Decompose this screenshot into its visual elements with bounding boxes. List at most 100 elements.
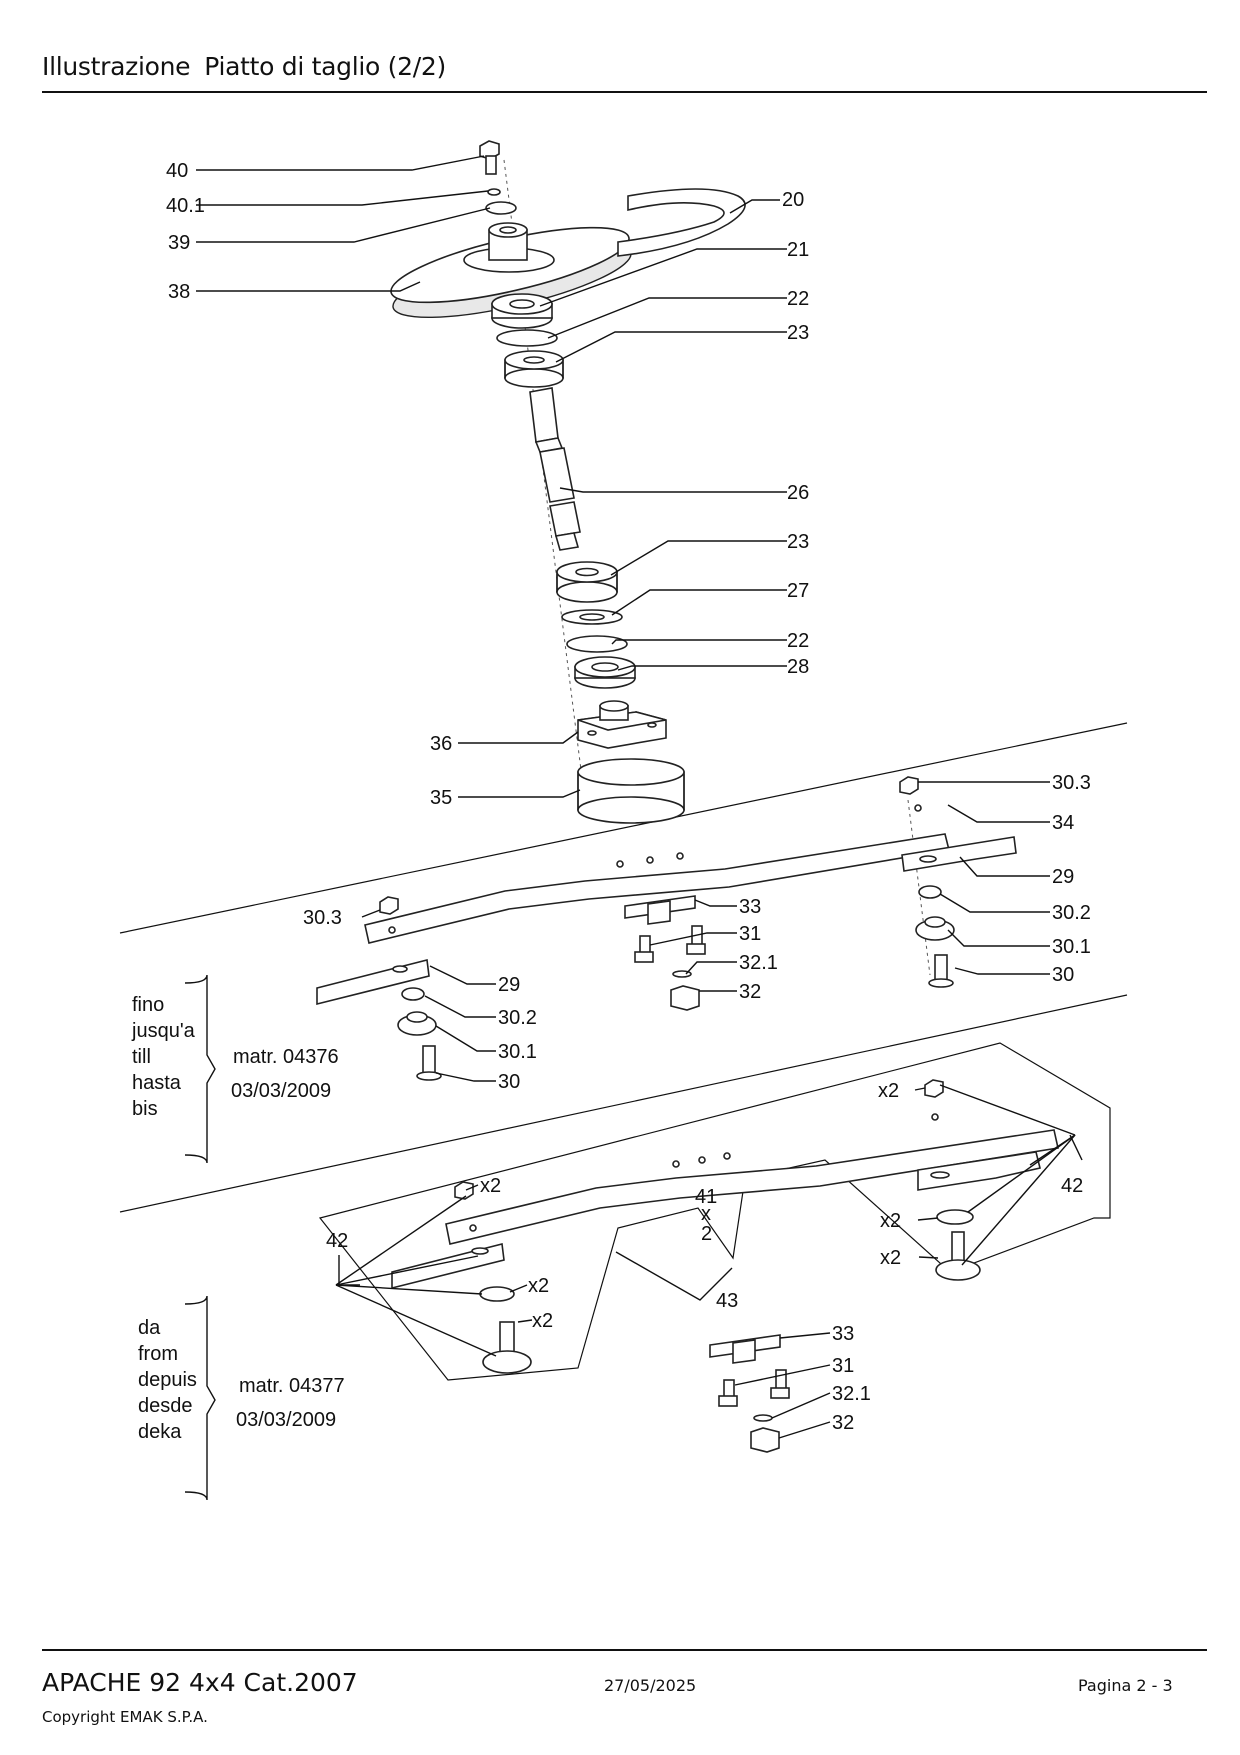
brace-from — [184, 1295, 216, 1501]
callout-23-lower: 23 — [787, 531, 809, 553]
part-bolt-left-lower — [482, 1321, 532, 1374]
callout-30-right: 30 — [1052, 964, 1074, 986]
brace-until — [184, 974, 216, 1164]
variant-note-until: fino jusqu'a till hasta bis matr. 04376 … — [131, 994, 339, 1120]
part-23-spacer-upper — [504, 350, 564, 388]
part-22-circlip-lower — [566, 635, 628, 653]
footer-model: APACHE 92 4x4 Cat.2007 — [42, 1668, 358, 1697]
callout-32-lower: 32 — [832, 1412, 854, 1434]
part-20-belt-guard — [617, 188, 746, 257]
part-30-2-bush-left — [401, 987, 425, 1001]
callout-22-upper: 22 — [787, 288, 809, 310]
variant-from-lang-2: from — [138, 1343, 178, 1365]
part-23-spacer-lower — [556, 561, 618, 603]
part-40-1-washer — [487, 188, 501, 196]
part-31-bolts — [634, 925, 706, 963]
part-34-blade — [364, 833, 950, 944]
callout-29-right: 29 — [1052, 866, 1074, 888]
callout-41-times: x — [701, 1203, 711, 1225]
callout-35: 35 — [430, 787, 452, 809]
callout-21: 21 — [787, 239, 809, 261]
qty-x2-washer-left: x2 — [528, 1275, 549, 1297]
callout-28: 28 — [787, 656, 809, 678]
qty-x2-bolt-left: x2 — [532, 1310, 553, 1332]
qty-x2-bolt-right: x2 — [880, 1247, 901, 1269]
variant-until-lang-4: hasta — [132, 1072, 182, 1094]
part-28-bearing — [574, 656, 636, 689]
callout-38: 38 — [168, 281, 190, 303]
variant-until-lang-1: fino — [132, 994, 164, 1016]
callout-31-lower: 31 — [832, 1355, 854, 1377]
header-rule — [42, 91, 1207, 93]
callout-32-upper: 32 — [739, 981, 761, 1003]
part-30-1-bush-left — [397, 1011, 437, 1036]
callout-32-1-lower: 32.1 — [832, 1383, 871, 1405]
variant-from-lang-5: deka — [138, 1421, 182, 1443]
section-divider-bottom — [119, 994, 1128, 1213]
part-30-bolt-left — [416, 1045, 442, 1081]
variant-until-lang-3: till — [132, 1046, 151, 1068]
part-21-bearing — [491, 293, 553, 329]
leader-lines — [196, 155, 1083, 1439]
part-40-bolt — [479, 140, 500, 175]
variant-until-lang-5: bis — [132, 1098, 158, 1120]
variant-until-date: 03/03/2009 — [231, 1080, 331, 1102]
callout-36: 36 — [430, 733, 452, 755]
part-blade-right-lower — [917, 1151, 1041, 1191]
header-section: Illustrazione — [42, 52, 191, 81]
part-blade-left-lower — [391, 1243, 505, 1290]
part-30-3-nut-right — [899, 776, 919, 795]
part-bolt-right-lower — [935, 1231, 981, 1281]
part-41-blade — [445, 1129, 1059, 1245]
callout-41-count: 2 — [701, 1223, 712, 1245]
part-27-washer — [561, 609, 623, 625]
callout-30-left: 30 — [498, 1071, 520, 1093]
footer-page-number: Pagina 2 - 3 — [1078, 1676, 1173, 1695]
part-31-bolts-lower — [718, 1369, 790, 1407]
part-30-2-bush-right — [918, 885, 942, 899]
callout-34: 34 — [1052, 812, 1074, 834]
callout-20: 20 — [782, 189, 804, 211]
callout-43: 43 — [716, 1290, 738, 1312]
variant-until-lang-2: jusqu'a — [131, 1020, 196, 1042]
callout-23-upper: 23 — [787, 322, 809, 344]
part-33-clamp-lower — [709, 1334, 781, 1364]
callout-labels: 40 40.1 39 38 20 21 22 23 26 23 27 22 28… — [166, 160, 1091, 1434]
part-nut-x2-left — [454, 1181, 474, 1200]
callout-42-left: 42 — [326, 1230, 348, 1252]
callout-42-right: 42 — [1061, 1175, 1083, 1197]
callout-30-2-left: 30.2 — [498, 1007, 537, 1029]
header-title: Piatto di taglio (2/2) — [204, 52, 446, 81]
callout-30-3-right: 30.3 — [1052, 772, 1091, 794]
callout-27: 27 — [787, 580, 809, 602]
footer-copyright: Copyright EMAK S.P.A. — [42, 1708, 208, 1726]
part-39-washer — [485, 201, 517, 215]
part-30-3-nut-left — [379, 896, 399, 915]
callout-31-upper: 31 — [739, 923, 761, 945]
qty-x2-washer-right: x2 — [880, 1210, 901, 1232]
variant-from-serial: matr. 04377 — [239, 1375, 345, 1397]
callout-29-left: 29 — [498, 974, 520, 996]
blade-hub-assembly — [390, 140, 746, 824]
blade-assembly-from — [318, 1042, 1111, 1453]
callout-40: 40 — [166, 160, 188, 182]
callout-41: 41 — [695, 1186, 717, 1208]
part-30-1-bush-right — [915, 916, 955, 941]
part-32-nut — [670, 985, 700, 1011]
variant-from-lang-1: da — [138, 1317, 161, 1339]
blade-assembly-until — [316, 776, 1017, 1081]
part-32-nut-lower — [750, 1427, 780, 1453]
qty-x2-nut-right: x2 — [878, 1080, 899, 1102]
callout-40-1: 40.1 — [166, 195, 205, 217]
page-header: Illustrazione Piatto di taglio (2/2) — [42, 52, 446, 81]
part-30-bolt-right — [928, 954, 954, 988]
qty-x2-nut-left: x2 — [480, 1175, 501, 1197]
part-32-1-washer-lower — [753, 1414, 773, 1422]
part-33-clamp — [624, 895, 696, 925]
part-35-ring — [577, 758, 685, 824]
footer-rule — [42, 1649, 1207, 1651]
callout-26: 26 — [787, 482, 809, 504]
section-divider-top — [119, 722, 1128, 934]
part-38-cutting-plate — [390, 222, 632, 319]
